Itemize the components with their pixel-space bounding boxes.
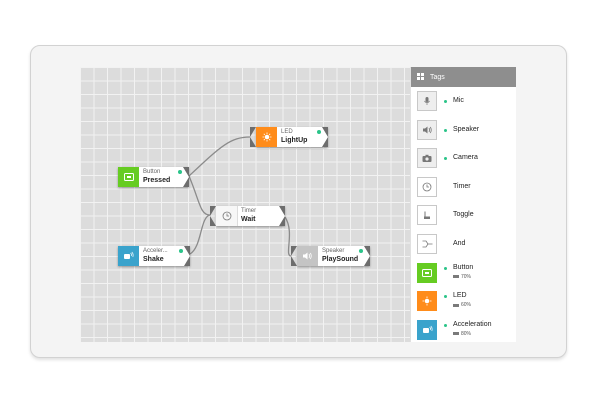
- flow-canvas[interactable]: Button Pressed LED LightUp Timer Wait: [80, 67, 410, 342]
- tag-item-led[interactable]: LED 60%: [411, 287, 516, 316]
- status-dot: [444, 323, 447, 327]
- tag-item-camera[interactable]: Camera: [411, 144, 516, 173]
- status-dot: [444, 100, 447, 103]
- battery-level: 80%: [461, 330, 472, 337]
- button-icon: [417, 262, 437, 283]
- wire-button-led: [188, 136, 251, 177]
- output-port[interactable]: [279, 206, 285, 226]
- timer-icon: [216, 206, 238, 226]
- tag-item-toggle[interactable]: Toggle: [411, 201, 516, 230]
- status-dot: [359, 249, 363, 253]
- node-speaker[interactable]: Speaker PlaySound: [291, 246, 370, 266]
- node-action: PlaySound: [322, 256, 359, 263]
- camera-icon: [417, 148, 437, 169]
- node-type: Acceler...: [143, 248, 168, 254]
- node-button[interactable]: Button Pressed: [118, 167, 189, 187]
- tags-title: Tags: [430, 73, 445, 81]
- wire-accel-timer: [189, 214, 211, 255]
- status-dot: [444, 266, 447, 270]
- speaker-icon: [297, 246, 318, 266]
- wire-timer-speaker: [284, 216, 292, 257]
- node-action: LightUp: [281, 137, 308, 144]
- timer-icon: [417, 176, 437, 197]
- tag-label: Timer: [453, 182, 471, 190]
- tags-header: Tags: [411, 67, 516, 87]
- acceleration-icon: [118, 246, 139, 266]
- grid-icon: [417, 72, 424, 82]
- status-dot: [444, 128, 447, 132]
- node-type: Button: [143, 169, 161, 175]
- acceleration-icon: [417, 319, 437, 340]
- tags-panel: Tags Mic Speaker Camera: [410, 67, 516, 342]
- tag-item-mic[interactable]: Mic: [411, 87, 516, 116]
- connection-wires: [188, 136, 292, 257]
- output-port[interactable]: [184, 246, 190, 266]
- led-icon: [417, 291, 437, 312]
- status-dot: [178, 170, 182, 174]
- node-type: LED: [281, 129, 293, 135]
- tag-label: Acceleration: [453, 320, 492, 328]
- battery-icon: [453, 303, 459, 307]
- battery-indicator: 80%: [453, 331, 471, 337]
- node-type: Speaker: [322, 248, 345, 254]
- tag-label: Mic: [453, 97, 464, 104]
- tag-label: And: [453, 239, 466, 247]
- node-acceleration[interactable]: Acceler... Shake: [118, 246, 190, 266]
- tag-item-acceleration[interactable]: Acceleration 80%: [411, 316, 516, 345]
- tag-label: Toggle: [453, 211, 474, 219]
- tag-item-button[interactable]: Button 70%: [411, 259, 516, 288]
- status-dot: [317, 130, 321, 134]
- wire-button-timer: [188, 175, 211, 216]
- battery-indicator: 70%: [453, 274, 471, 280]
- node-action: Wait: [241, 216, 256, 223]
- output-port[interactable]: [322, 127, 328, 147]
- node-type: Timer: [241, 208, 257, 214]
- speaker-icon: [417, 119, 437, 140]
- battery-level: 70%: [461, 273, 472, 280]
- tag-label: Camera: [453, 154, 478, 162]
- tag-item-speaker[interactable]: Speaker: [411, 116, 516, 145]
- battery-icon: [453, 275, 459, 279]
- battery-icon: [453, 332, 459, 336]
- app-screen: Button Pressed LED LightUp Timer Wait: [80, 67, 516, 342]
- output-port[interactable]: [183, 167, 189, 187]
- button-icon: [118, 167, 139, 187]
- node-action: Shake: [143, 256, 164, 263]
- tag-label: Speaker: [453, 125, 480, 133]
- status-dot: [444, 295, 447, 299]
- status-dot: [179, 249, 183, 253]
- mic-icon: [417, 91, 437, 111]
- tag-item-and[interactable]: And: [411, 230, 516, 259]
- battery-level: 60%: [461, 302, 472, 309]
- node-timer[interactable]: Timer Wait: [210, 206, 285, 226]
- led-icon: [256, 127, 277, 147]
- node-led[interactable]: LED LightUp: [250, 127, 328, 147]
- node-action: Pressed: [143, 177, 171, 184]
- output-port[interactable]: [364, 246, 370, 266]
- battery-indicator: 60%: [453, 302, 471, 308]
- and-icon: [417, 233, 437, 254]
- toggle-icon: [417, 205, 437, 226]
- tag-label: Button: [453, 263, 474, 271]
- tag-item-timer[interactable]: Timer: [411, 173, 516, 202]
- tag-label: LED: [453, 292, 467, 300]
- status-dot: [444, 157, 447, 161]
